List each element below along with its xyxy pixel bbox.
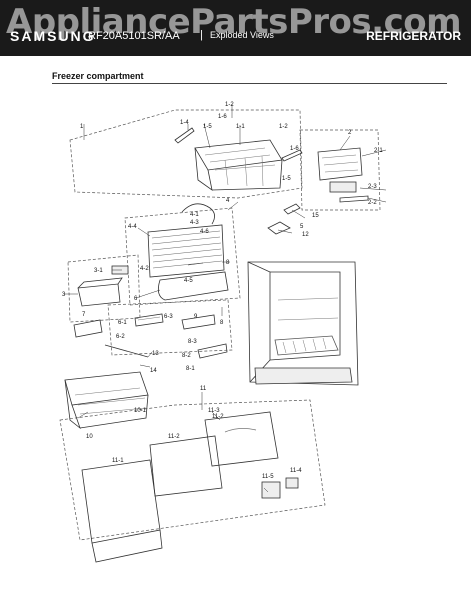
label-1-2: 1-2 [225,102,234,108]
category-title: REFRIGERATOR [366,29,461,43]
label-11-3: 11-3 [208,408,220,414]
label-4-3: 4-3 [190,220,199,226]
label-4: 4 [226,198,230,204]
ice-bucket-3 [77,265,129,307]
label-7: 7 [82,312,86,318]
label-5: 5 [300,224,304,230]
label-1-5b: 1-5 [282,176,291,182]
label-8-1: 8-1 [186,366,195,372]
part-labels: 1 1-2 1-6 1-4 1-5 1-1 1-2 1-6 1-5 2 2-1 … [62,102,383,480]
label-1: 1 [80,124,84,130]
label-10: 10 [86,434,93,440]
freezer-drawer-10 [64,371,149,430]
label-11-2: 11-2 [168,434,180,440]
label-11: 11 [200,386,207,392]
tube-13 [104,344,149,358]
label-8: 8 [220,320,224,326]
cover-9 [181,314,216,330]
label-4-4: 4-4 [128,224,137,230]
freezer-bin-1-1 [194,139,283,191]
section-rule [52,83,447,84]
view-type: Exploded Views [210,30,274,40]
label-2-1: 2-1 [374,148,383,154]
label-4-6: 4-6 [200,229,209,235]
part-5-12 [267,203,301,235]
label-6-3: 6-3 [164,314,173,320]
label-1-4: 1-4 [180,120,189,126]
label-3-1: 3-1 [94,268,103,274]
label-13: 13 [152,351,159,357]
watermark: AppliancePartsPros.com [6,2,462,42]
rail-1-5 [281,149,303,162]
brand-logo: SAMSUNG [10,28,96,44]
header-separator: | [200,29,203,41]
label-2-2: 2-2 [368,200,377,206]
label-12: 12 [302,232,309,238]
label-6-1: 6-1 [118,320,127,326]
panel-7 [73,319,103,338]
evaporator-4 [147,203,229,301]
group-outlines [59,109,381,541]
cover-6 [134,313,164,327]
label-1-6: 1-6 [218,114,227,120]
label-6-2: 6-2 [116,334,125,340]
header-bar: AppliancePartsPros.com SAMSUNG RF20A5101… [0,0,471,56]
label-11-1: 11-1 [112,458,124,464]
label-1-2b: 1-2 [279,124,288,130]
label-8-3: 8-3 [188,339,197,345]
label-11-2b: 11-2 [212,414,224,420]
label-2: 2 [348,130,352,136]
label-1-5: 1-5 [203,124,212,130]
model-number: RF20A5101SR/AA [88,30,180,42]
rail-1-4 [174,127,195,144]
freezer-door-11 [81,411,299,563]
label-4-2: 4-2 [140,266,149,272]
label-1-1: 1-1 [236,124,245,130]
label-8-2: 8-2 [182,353,191,359]
label-10-1: 10-1 [134,408,147,414]
ice-maker-2 [317,147,369,203]
label-11-5: 11-5 [262,474,274,480]
leader-lines [64,104,387,493]
refrigerator-cabinet [247,261,359,386]
label-8-top: 8 [226,260,230,266]
label-4-5: 4-5 [184,278,193,284]
label-1-6b: 1-6 [290,146,299,152]
label-11-4: 11-4 [290,468,302,474]
label-2-3: 2-3 [368,184,377,190]
label-6: 6 [134,296,138,302]
cover-8 [197,343,228,359]
section-title: Freezer compartment [52,71,144,81]
label-4-1: 4-1 [190,212,199,218]
label-9: 9 [194,314,198,320]
label-15: 15 [312,213,319,219]
label-3: 3 [62,292,66,298]
label-14: 14 [150,368,157,374]
